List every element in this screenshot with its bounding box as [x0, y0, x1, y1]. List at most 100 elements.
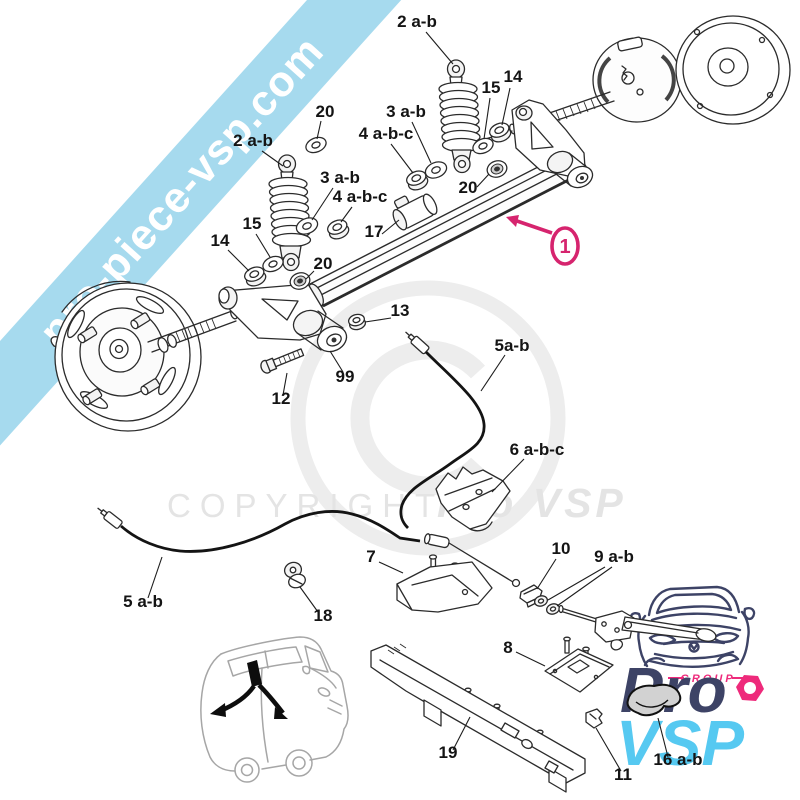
nut-4abc-left: [327, 219, 350, 240]
handbrake-linkage: [533, 595, 717, 651]
label-leader-line: [329, 350, 344, 373]
part-label: 16 a-b: [653, 750, 702, 769]
logo-hex-nut-icon: [736, 675, 764, 701]
item-1-number: 1: [559, 236, 570, 258]
part-label: 4 a-b-c: [333, 187, 388, 206]
label-leader-line: [381, 219, 400, 235]
bolt-12: [260, 348, 305, 374]
wheel-studs: [77, 312, 161, 406]
label-leader-line: [536, 558, 557, 590]
brake-cable-left: [120, 510, 421, 553]
cable-ball-end: [511, 578, 521, 588]
label-leader-line: [299, 586, 319, 613]
part-label: 15: [482, 78, 501, 97]
part-label: 4 a-b-c: [359, 124, 414, 143]
cable-inner-wire: [448, 542, 514, 583]
part-label: 14: [504, 67, 523, 86]
part-label: 18: [314, 606, 333, 625]
part-label: 9 a-b: [594, 547, 634, 566]
cable-clip-18: [283, 561, 306, 589]
cable-guide-bracket-6: [435, 466, 511, 532]
label-leader-line: [483, 97, 491, 140]
label-leader-line: [501, 87, 511, 126]
van-cable-highlight: [210, 660, 288, 719]
nut-14-left: [244, 266, 267, 287]
diagram-linework: [50, 15, 791, 793]
part-label: 19: [439, 743, 458, 762]
cable-end-fitting-right: [405, 331, 430, 355]
right-axle-bracket: [511, 99, 594, 189]
label-leader-line: [411, 121, 432, 164]
label-leader-line: [556, 566, 613, 607]
label-leader-line: [311, 187, 334, 221]
nut-13: [347, 313, 367, 331]
banner-ribbon: [0, 0, 459, 524]
label-leader-line: [515, 651, 546, 667]
label-leader-line: [147, 556, 163, 599]
part-label: 20: [316, 102, 335, 121]
part-label: 2 a-b: [397, 12, 437, 31]
item-1-marker: 1: [506, 215, 580, 266]
part-label: 14: [211, 231, 230, 250]
handbrake-lever-9: [594, 610, 717, 651]
left-trailing-arm: [218, 283, 348, 353]
part-label: 8: [503, 638, 512, 657]
part-label: 7: [366, 547, 375, 566]
cable-adjuster-barrel: [423, 533, 450, 549]
part-label: 5 a-b: [123, 592, 163, 611]
label-leader-line: [340, 206, 353, 223]
part-label: 10: [552, 539, 571, 558]
cable-end-fitting-left: [97, 507, 123, 529]
nut-4abc-right: [406, 170, 429, 191]
part-label: 17: [365, 222, 384, 241]
part-label: 99: [336, 367, 355, 386]
label-leader-line: [255, 233, 271, 258]
label-leader-line: [595, 727, 622, 772]
right-brake-hub: [471, 15, 791, 144]
washer-20-upper: [305, 136, 327, 154]
part-label: 20: [459, 178, 478, 197]
label-leader-line: [547, 566, 606, 601]
item-1-arrowhead: [506, 215, 519, 227]
bump-stop: [392, 193, 438, 231]
grommet-20-right: [486, 160, 508, 178]
label-leader-line: [378, 561, 404, 574]
part-label: 3 a-b: [320, 168, 360, 187]
shock-absorber-left: [268, 154, 312, 272]
washer-15-right: [472, 137, 494, 155]
label-leader-line: [305, 270, 315, 280]
label-leader-line: [425, 31, 454, 65]
label-leader-line: [476, 173, 490, 188]
logo-group-text: GROUP: [680, 673, 735, 685]
hardware: [244, 122, 512, 374]
brake-cable-right: [399, 351, 486, 529]
logo-vsp-text: VSP: [616, 707, 744, 779]
grommet-20-left: [289, 272, 311, 290]
shock-absorber-right: [438, 59, 482, 174]
left-brake-hub: [50, 280, 238, 432]
label-leader-line: [316, 120, 322, 140]
label-leader-line: [491, 458, 525, 493]
label-leader-line: [452, 716, 471, 751]
watermark-copyright-symbol: [290, 280, 566, 556]
label-leader-line: [261, 150, 284, 167]
part-label: 3 a-b: [386, 102, 426, 121]
washer-15-left: [262, 255, 284, 273]
logo-car-outline: [629, 585, 756, 668]
mount-bracket-7: [396, 554, 493, 613]
clip-11: [585, 708, 603, 729]
part-label: 11: [614, 765, 632, 784]
part-label: 20: [314, 254, 333, 273]
label-leader-line: [480, 354, 506, 392]
mount-plate-8: [544, 636, 614, 693]
label-leader-line: [227, 249, 250, 272]
part-label: 15: [243, 214, 262, 233]
washer-3ab-left: [295, 217, 319, 235]
boot-16: [626, 683, 682, 717]
part-label: 6 a-b-c: [510, 440, 565, 459]
support-rail-19: [370, 643, 586, 793]
nut-14-right: [489, 122, 512, 143]
